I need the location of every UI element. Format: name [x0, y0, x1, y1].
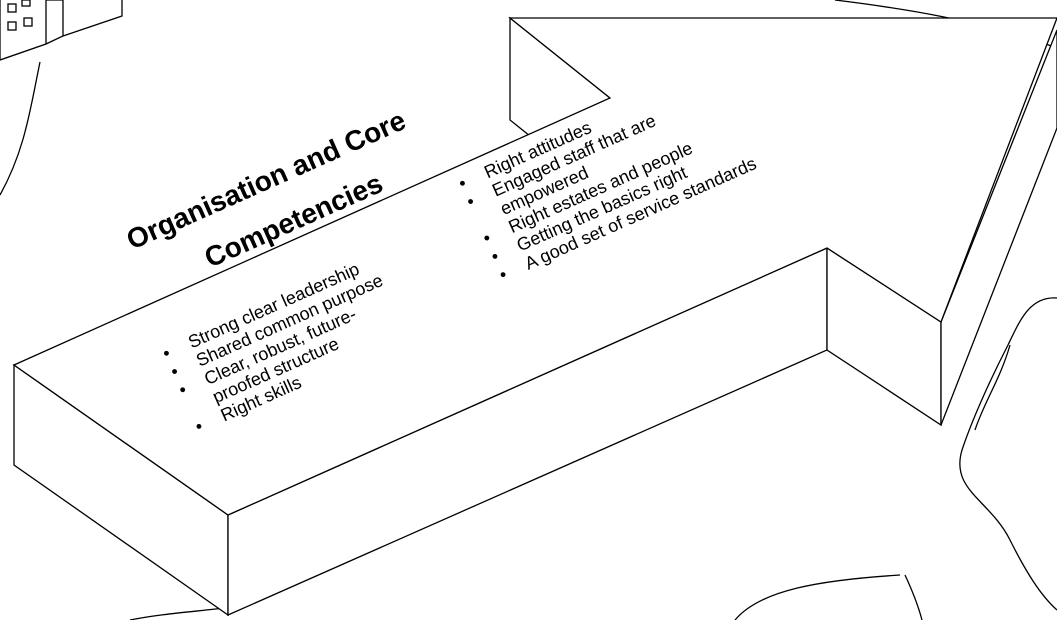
background-curve: [0, 61, 41, 196]
window-icon: [21, 0, 31, 7]
background-curve: [129, 607, 226, 620]
background-squiggle: [974, 344, 1011, 431]
building-sketch-icon: [0, 0, 123, 61]
window-icon: [23, 17, 33, 27]
background-curve: [904, 574, 923, 620]
arrow-top-face: [12, 17, 1057, 516]
window-icon: [7, 3, 17, 13]
arrow-shape: [12, 16, 1057, 617]
background-squiggle: [959, 297, 1057, 611]
window-icon: [7, 21, 17, 31]
arrow-tip-face: [940, 29, 1057, 426]
background-curve: [734, 574, 901, 620]
